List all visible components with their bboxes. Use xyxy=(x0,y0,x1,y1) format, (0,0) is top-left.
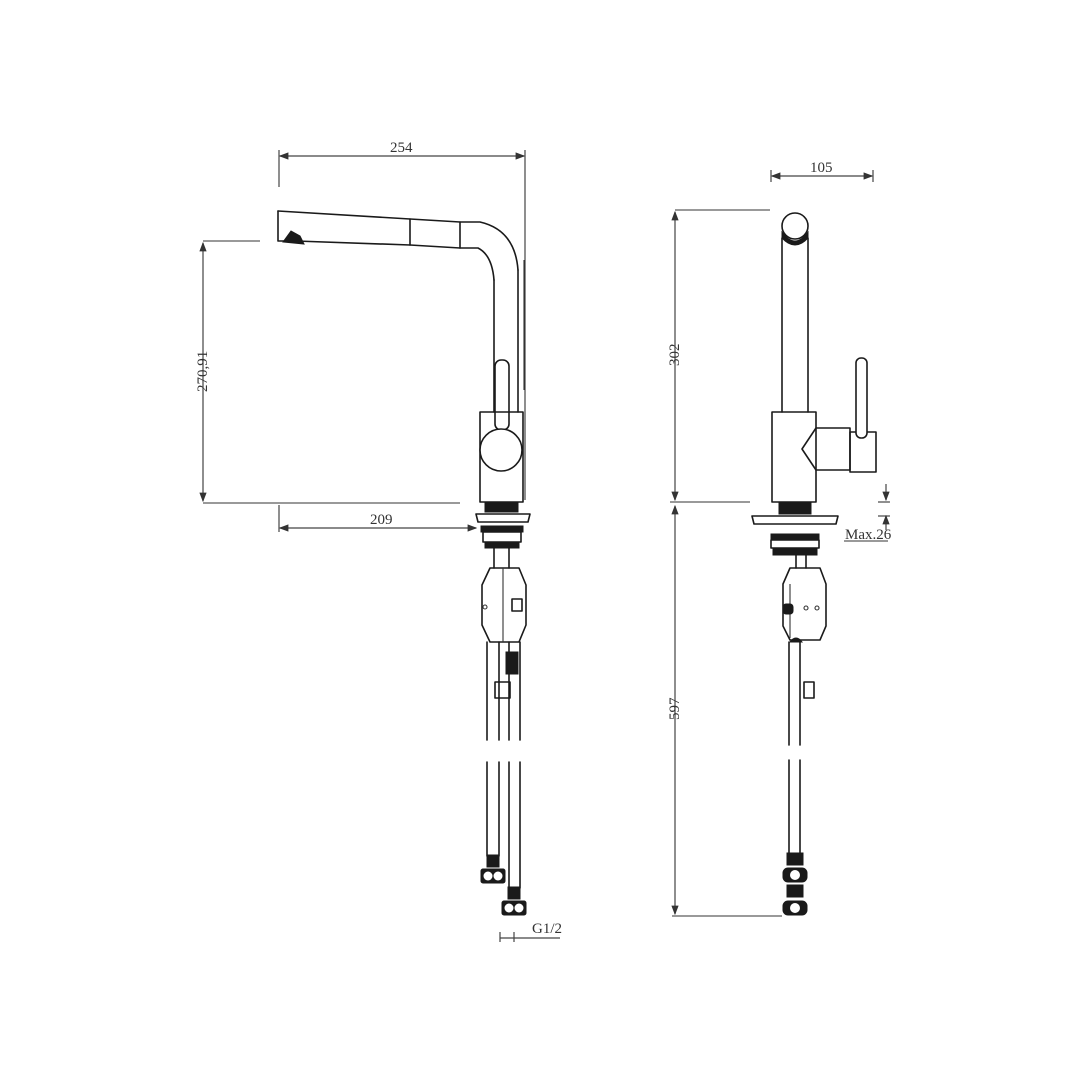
hoses-side xyxy=(486,641,521,889)
shank-front xyxy=(782,554,827,699)
dim-label-302: 302 xyxy=(667,344,683,367)
hose-fittings-front xyxy=(782,852,808,916)
dim-label-g1-2: G1/2 xyxy=(532,921,562,937)
dimension-302: 302 xyxy=(667,209,770,503)
dimension-209: 209 xyxy=(278,505,478,532)
dim-label-254: 254 xyxy=(390,140,413,156)
dim-label-209: 209 xyxy=(370,512,393,528)
hose-fittings-side xyxy=(480,854,527,916)
side-view: 254 270,91 xyxy=(195,140,562,942)
dimension-597: 597 xyxy=(667,504,782,917)
mixer-body-side xyxy=(475,359,531,549)
dimension-270-91: 270,91 xyxy=(195,240,460,504)
spout xyxy=(277,210,525,413)
dim-label-270-91: 270,91 xyxy=(195,351,211,392)
dimension-g1-2: G1/2 xyxy=(499,921,562,942)
spout-front xyxy=(781,212,809,413)
dimension-max-26: Max.26 xyxy=(844,484,892,543)
front-view: 105 302 xyxy=(667,160,892,917)
dimension-254: 254 xyxy=(278,140,526,500)
mixer-body-front xyxy=(751,357,877,556)
dim-label-105: 105 xyxy=(810,160,833,176)
dim-label-597: 597 xyxy=(667,697,683,720)
hoses-front xyxy=(788,641,801,855)
dim-label-max-26: Max.26 xyxy=(845,527,892,543)
dimension-105: 105 xyxy=(770,160,874,182)
